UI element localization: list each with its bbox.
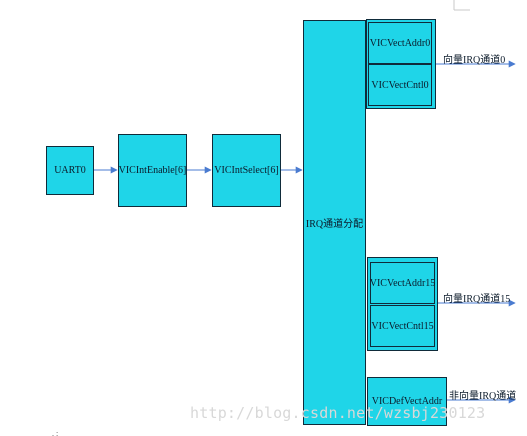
output-label-vect15: 向量IRQ通道15 bbox=[443, 294, 511, 305]
svg-text:. :: . : bbox=[52, 429, 58, 436]
vic-def-vect-addr-block: VICDefVectAddr bbox=[367, 377, 447, 426]
vic-vect-cntl0-label: VICVectCntl0 bbox=[371, 79, 429, 91]
uart0-label: UART0 bbox=[54, 165, 86, 176]
irq-distribution-block: IRQ通道分配 bbox=[303, 20, 366, 425]
vic-vect-addr0-label: VICVectAddr0 bbox=[369, 37, 431, 49]
uart0-block: UART0 bbox=[46, 146, 94, 195]
vic-vect-addr0-block: VICVectAddr0 bbox=[368, 22, 432, 64]
vic-int-select-label: VICIntSelect[6] bbox=[214, 165, 279, 176]
vic-int-enable-label: VICIntEnable[6] bbox=[118, 165, 187, 176]
output-label-vect0: 向量IRQ通道0 bbox=[443, 55, 506, 66]
output-label-nonvect: 非向量IRQ通道 bbox=[449, 391, 517, 402]
vic-int-select-block: VICIntSelect[6] bbox=[212, 134, 281, 207]
vic-vect-addr15-block: VICVectAddr15 bbox=[370, 262, 435, 304]
vic-vect-addr15-label: VICVectAddr15 bbox=[369, 277, 436, 289]
watermark-url: http://blog.csdn.net/wzsbj230123 bbox=[190, 404, 486, 422]
vic-vect-cntl0-block: VICVectCntl0 bbox=[368, 64, 432, 106]
irq-distribution-label: IRQ通道分配 bbox=[305, 219, 364, 230]
vic-vect-cntl15-label: VICVectCntl15 bbox=[371, 320, 434, 332]
vic-vect-cntl15-block: VICVectCntl15 bbox=[370, 305, 435, 347]
vic-def-vect-addr-label: VICDefVectAddr bbox=[371, 396, 443, 407]
vic-int-enable-block: VICIntEnable[6] bbox=[118, 134, 187, 207]
